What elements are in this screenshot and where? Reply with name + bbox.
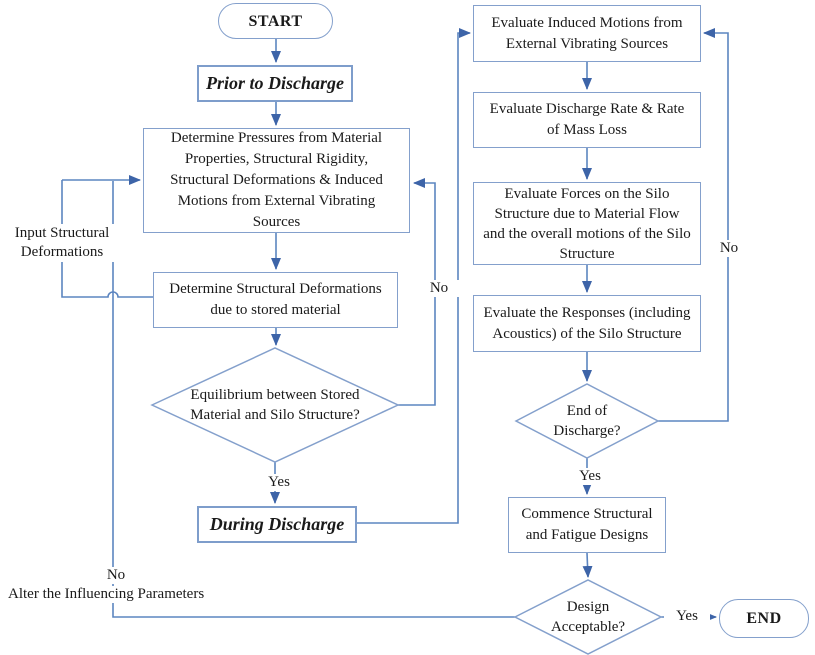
alter-parameters-label: Alter the Influencing Parameters <box>6 586 224 603</box>
determine-deformations-node: Determine Structural Deformations due to… <box>153 272 398 328</box>
design-acceptable-diamond-shape <box>513 579 663 655</box>
yes-label-design: Yes <box>664 608 710 625</box>
evaluate-responses-node: Evaluate the Responses (including Acoust… <box>473 295 701 352</box>
determine-pressures-node: Determine Pressures from Material Proper… <box>143 128 410 233</box>
design-acceptable-diamond-label: Design Acceptable? <box>550 599 626 635</box>
input-structural-deformations-label: Input Structural Deformations <box>0 224 124 262</box>
equilibrium-diamond-label: Equilibrium between Stored Material and … <box>190 387 360 423</box>
equilibrium-diamond-shape <box>150 347 400 463</box>
end-node: END <box>719 599 809 638</box>
yes-label-equilibrium: Yes <box>257 474 301 491</box>
commence-designs-node: Commence Structural and Fatigue Designs <box>508 497 666 553</box>
end-of-discharge-diamond-label: End of Discharge? <box>553 403 621 439</box>
evaluate-forces-node: Evaluate Forces on the Silo Structure du… <box>473 182 701 265</box>
end-of-discharge-diamond-shape <box>514 383 660 459</box>
start-node: START <box>218 3 333 39</box>
evaluate-induced-motions-node: Evaluate Induced Motions from External V… <box>473 5 701 62</box>
during-discharge-node: During Discharge <box>197 506 357 543</box>
no-label-design: No <box>94 567 138 584</box>
prior-to-discharge-node: Prior to Discharge <box>197 65 353 102</box>
no-label-equilibrium: No <box>419 280 459 297</box>
yes-label-end-of-discharge: Yes <box>568 468 612 485</box>
evaluate-discharge-rate-node: Evaluate Discharge Rate & Rate of Mass L… <box>473 92 701 148</box>
no-label-end-of-discharge: No <box>709 240 749 257</box>
